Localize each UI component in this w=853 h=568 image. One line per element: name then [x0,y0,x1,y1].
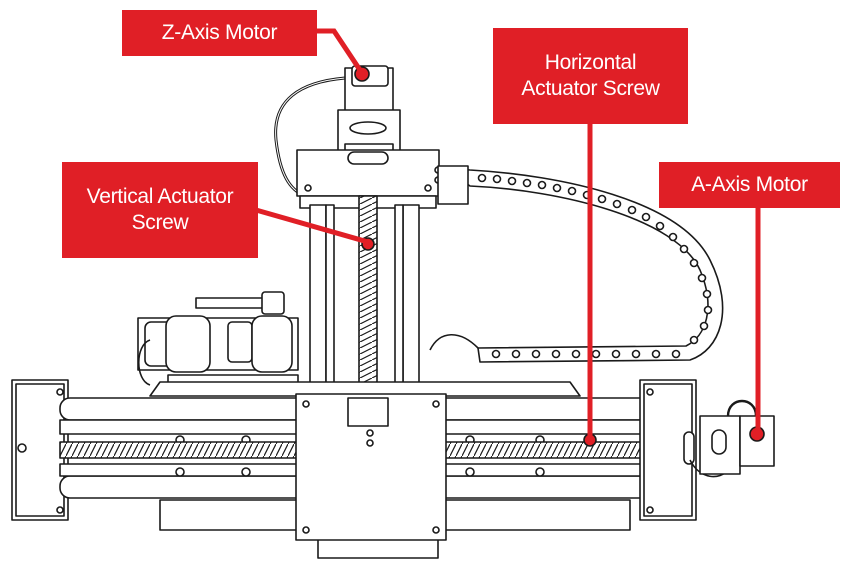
vertical-rails [309,204,420,391]
horizontal-label-line-1: Horizontal [544,51,637,74]
right-end-block [639,379,697,521]
z-axis-motor-label-text: Z-Axis Motor [161,21,278,44]
drag-chain [429,165,724,363]
z-axis-motor-label: Z-Axis Motor [122,10,317,56]
a-axis-motor-label-text: A-Axis Motor [691,173,808,196]
horizontal-actuator-screw-label: Horizontal Actuator Screw [493,28,688,124]
vertical-label-line-1: Vertical Actuator [86,185,234,208]
a-axis-motor-label: A-Axis Motor [659,162,840,208]
vertical-screw [358,195,378,393]
vertical-actuator-screw-label: Vertical Actuator Screw [62,162,258,258]
z-axis-motor-body [337,65,401,155]
horizontal-label-line-2: Actuator Screw [521,77,660,100]
leader-z-axis [312,28,364,74]
left-end-block [11,379,69,521]
carriage-plate [295,393,447,541]
leader-vertical [252,206,372,246]
left-components [137,291,299,388]
vertical-label-line-2: Screw [131,211,189,234]
